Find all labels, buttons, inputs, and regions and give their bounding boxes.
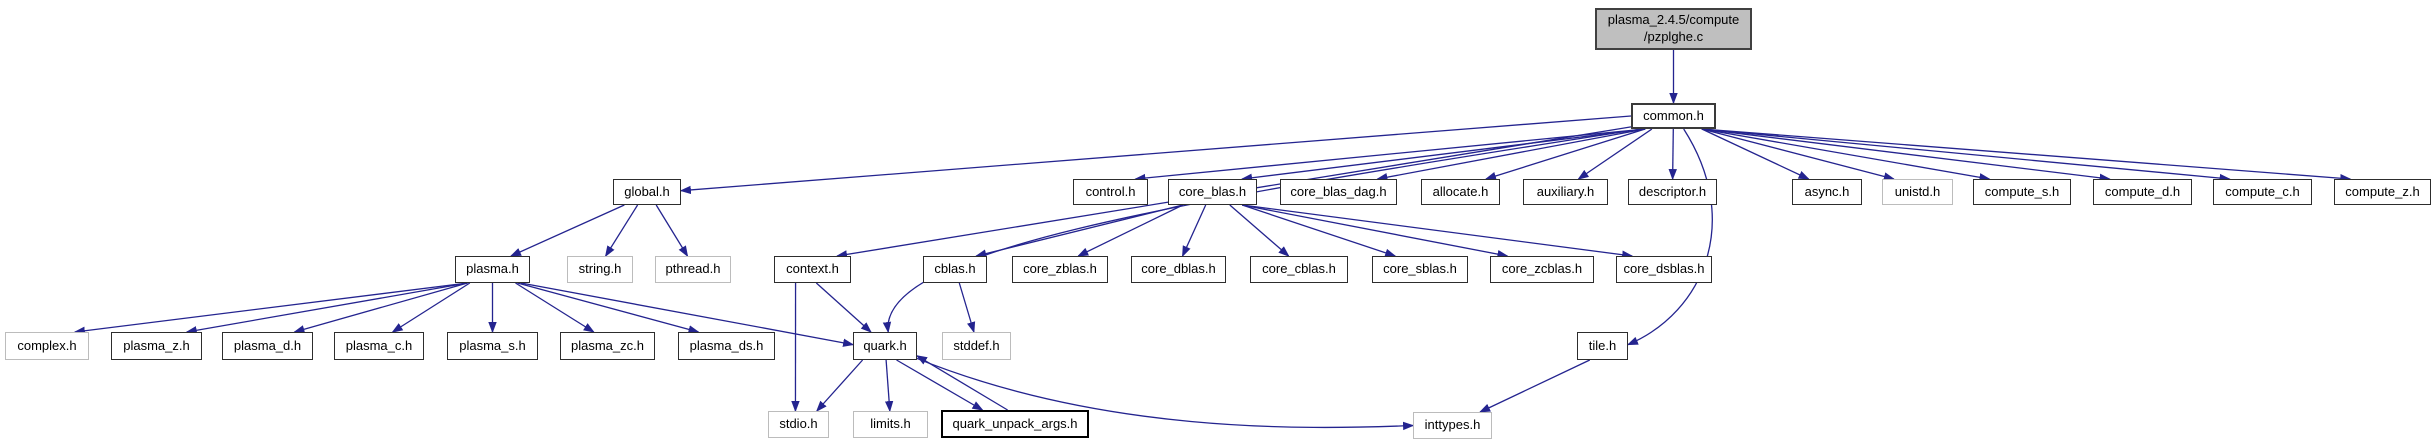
edge-core_blas-to-cblas bbox=[975, 204, 1183, 258]
node-quark_unpack[interactable]: quark_unpack_args.h bbox=[941, 410, 1089, 438]
node-core_dblas[interactable]: core_dblas.h bbox=[1131, 256, 1226, 283]
edge-core_blas-to-core_zblas bbox=[1077, 204, 1184, 257]
node-core_zblas[interactable]: core_zblas.h bbox=[1012, 256, 1108, 283]
node-core_cblas[interactable]: core_cblas.h bbox=[1250, 256, 1348, 283]
node-auxiliary[interactable]: auxiliary.h bbox=[1523, 179, 1608, 205]
edge-common-to-auxiliary bbox=[1577, 128, 1653, 180]
edge-common-to-global bbox=[679, 115, 1632, 195]
edge-common-to-compute_s bbox=[1701, 128, 1991, 182]
node-complex: complex.h bbox=[5, 332, 89, 360]
node-compute_z[interactable]: compute_z.h bbox=[2334, 179, 2431, 205]
edge-common-to-unistd bbox=[1701, 128, 1896, 181]
node-core_blas[interactable]: core_blas.h bbox=[1168, 179, 1257, 205]
node-plasma_z[interactable]: plasma_z.h bbox=[111, 332, 202, 360]
node-global[interactable]: global.h bbox=[613, 179, 681, 205]
edge-common-to-core_blas_dag bbox=[1376, 128, 1646, 182]
edge-common-to-descriptor bbox=[1668, 128, 1677, 181]
node-control[interactable]: control.h bbox=[1073, 179, 1148, 205]
edge-core_blas-to-core_dblas bbox=[1181, 204, 1207, 258]
edge-quark-to-limits bbox=[884, 359, 894, 413]
edge-plasma-to-plasma_ds bbox=[517, 282, 700, 334]
node-stddef: stddef.h bbox=[942, 332, 1011, 360]
edge-global-to-string bbox=[604, 204, 639, 258]
edge-common-to-compute_d bbox=[1701, 128, 2111, 182]
edge-plasma-to-plasma_z bbox=[185, 282, 468, 335]
node-unistd: unistd.h bbox=[1882, 179, 1953, 205]
node-compute_c[interactable]: compute_c.h bbox=[2213, 179, 2312, 205]
edge-core_blas-to-core_zcblas bbox=[1242, 204, 1509, 259]
node-common[interactable]: common.h bbox=[1631, 103, 1716, 129]
node-compute_s[interactable]: compute_s.h bbox=[1973, 179, 2071, 205]
node-core_sblas[interactable]: core_sblas.h bbox=[1372, 256, 1468, 283]
node-limits: limits.h bbox=[853, 411, 928, 438]
node-plasma_ds[interactable]: plasma_ds.h bbox=[678, 332, 775, 360]
edge-core_blas-to-core_cblas bbox=[1229, 204, 1290, 257]
edge-plasma-to-quark bbox=[520, 282, 855, 347]
node-root[interactable]: plasma_2.4.5/compute /pzplghe.c bbox=[1595, 8, 1752, 50]
node-stdio: stdio.h bbox=[768, 411, 829, 438]
node-allocate[interactable]: allocate.h bbox=[1421, 179, 1500, 205]
node-cblas[interactable]: cblas.h bbox=[923, 256, 987, 283]
node-compute_d[interactable]: compute_d.h bbox=[2093, 179, 2192, 205]
edge-quark-to-stdio bbox=[815, 359, 864, 412]
edge-cblas-to-stddef bbox=[958, 282, 976, 334]
node-descriptor[interactable]: descriptor.h bbox=[1628, 179, 1717, 205]
edge-common-to-compute_z bbox=[1701, 128, 2352, 183]
node-plasma_s[interactable]: plasma_s.h bbox=[447, 332, 538, 360]
edge-core_blas-to-core_dsblas bbox=[1242, 204, 1634, 259]
edge-global-to-pthread bbox=[655, 204, 689, 258]
edge-plasma-to-plasma_d bbox=[293, 282, 468, 334]
edge-quark-to-inttypes bbox=[913, 356, 1415, 431]
node-plasma_c[interactable]: plasma_c.h bbox=[334, 332, 424, 360]
edge-common-to-allocate bbox=[1484, 128, 1646, 181]
node-plasma_zc[interactable]: plasma_zc.h bbox=[560, 332, 655, 360]
node-tile[interactable]: tile.h bbox=[1577, 332, 1628, 360]
node-core_dsblas[interactable]: core_dsblas.h bbox=[1616, 256, 1712, 283]
edge-global-to-plasma bbox=[509, 204, 625, 257]
node-context[interactable]: context.h bbox=[774, 256, 851, 283]
node-inttypes: inttypes.h bbox=[1413, 412, 1492, 439]
edge-common-to-async bbox=[1701, 128, 1810, 180]
edge-tile-to-inttypes bbox=[1478, 359, 1591, 413]
node-async[interactable]: async.h bbox=[1792, 179, 1862, 205]
node-quark[interactable]: quark.h bbox=[853, 332, 917, 360]
edge-common-to-compute_c bbox=[1701, 128, 2231, 183]
node-string: string.h bbox=[567, 256, 633, 283]
edge-plasma-to-plasma_c bbox=[391, 282, 471, 333]
edge-plasma-to-complex bbox=[73, 282, 468, 335]
node-pthread: pthread.h bbox=[655, 256, 731, 283]
edge-quark-to-quark_unpack bbox=[896, 359, 984, 411]
edge-context-to-quark bbox=[815, 282, 872, 333]
edge-common-to-core_blas bbox=[1240, 128, 1646, 182]
node-core_blas_dag[interactable]: core_blas_dag.h bbox=[1280, 179, 1397, 205]
node-core_zcblas[interactable]: core_zcblas.h bbox=[1490, 256, 1594, 283]
edge-quark_unpack-to-quark bbox=[915, 355, 1008, 411]
node-plasma[interactable]: plasma.h bbox=[455, 256, 530, 283]
edge-common-to-quark bbox=[882, 128, 1642, 334]
edge-common-to-control bbox=[1134, 128, 1646, 183]
edge-core_blas-to-core_sblas bbox=[1241, 204, 1397, 257]
node-plasma_d[interactable]: plasma_d.h bbox=[222, 332, 313, 360]
edge-plasma-to-plasma_zc bbox=[515, 282, 595, 333]
